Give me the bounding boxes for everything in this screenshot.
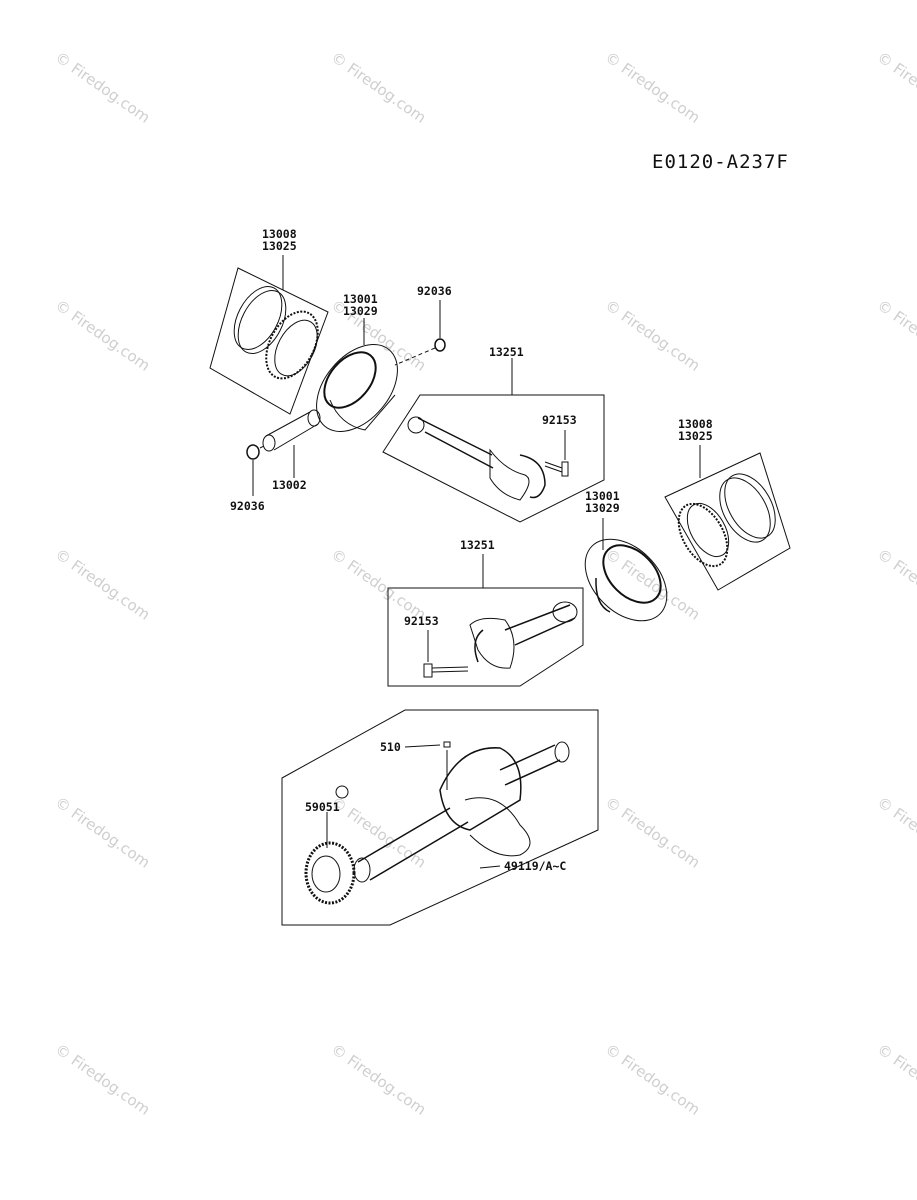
circlip-top: [434, 338, 446, 352]
crankshaft: [353, 741, 570, 883]
part-label-piston-upper-2: 13029: [343, 304, 378, 318]
conrod-bolt-lower: [423, 663, 469, 678]
part-label-piston-right-1: 13001: [585, 489, 620, 503]
part-label-conrod-upper: 13251: [489, 345, 524, 359]
piston-pin: [262, 409, 321, 452]
circlip-bottom: [246, 444, 260, 460]
part-label-crankshaft: 49119/A~C: [504, 859, 567, 873]
part-label-conrod-lower: 13251: [460, 538, 495, 552]
piston-right: [584, 538, 668, 622]
part-label-gear: 59051: [305, 800, 340, 814]
ring-set-frame-right: [664, 452, 791, 591]
connecting-rod-upper: [407, 416, 546, 501]
part-label-bolt-upper: 92153: [542, 413, 577, 427]
part-label-rings-upper-2: 13025: [262, 239, 297, 253]
conrod-frame-lower: [387, 587, 584, 687]
part-label-bolt-lower: 92153: [404, 614, 439, 628]
part-label-rings-right-1: 13008: [678, 417, 713, 431]
part-label-key: 510: [380, 740, 401, 754]
crankshaft-key: [443, 741, 451, 748]
part-label-piston-right-2: 13029: [585, 501, 620, 515]
conrod-frame-upper: [382, 394, 605, 523]
diagram-code: E0120-A237F: [652, 151, 789, 173]
connecting-rod-lower: [469, 601, 578, 669]
piston-ring-set-right: [677, 473, 776, 568]
crankshaft-frame: [281, 709, 599, 926]
piston-upper: [316, 344, 398, 432]
part-label-circlip-top: 92036: [417, 284, 452, 298]
piston-ring-set-upper: [233, 286, 319, 380]
part-label-rings-right-2: 13025: [678, 429, 713, 443]
crankshaft-gear: [304, 841, 356, 905]
part-label-piston-upper-1: 13001: [343, 292, 378, 306]
conrod-bolt-upper: [544, 461, 569, 477]
part-label-rings-upper-1: 13008: [262, 227, 297, 241]
part-label-pin: 13002: [272, 478, 307, 492]
part-label-circlip-bottom: 92036: [230, 499, 265, 513]
ring-set-frame: [209, 267, 329, 415]
